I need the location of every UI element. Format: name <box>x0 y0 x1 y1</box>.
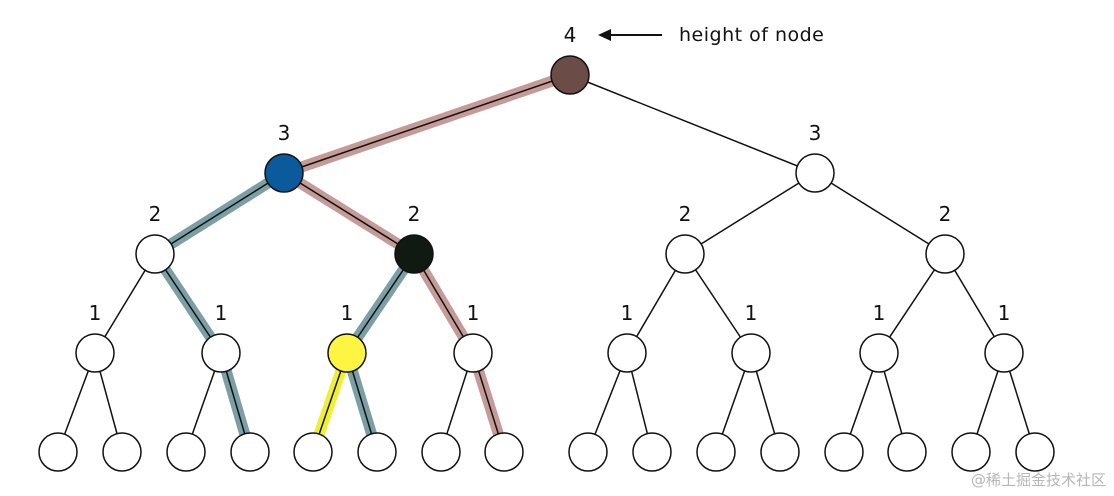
height-label-root: 4 <box>564 23 577 47</box>
node-R1b <box>925 234 965 274</box>
node-leaf15 <box>951 432 991 472</box>
node-n1 <box>75 333 115 373</box>
node-leaf10 <box>632 432 672 472</box>
height-label-n6: 1 <box>745 301 758 325</box>
height-label-n8: 1 <box>998 301 1011 325</box>
node-leaf13 <box>824 432 864 472</box>
node-leaf7 <box>421 432 461 472</box>
height-label-n5: 1 <box>621 301 634 325</box>
node-n7 <box>859 333 899 373</box>
highlighted-paths <box>150 69 572 454</box>
node-leaf3 <box>166 432 206 472</box>
edge-L1b-n3 <box>346 253 415 354</box>
node-leaf5 <box>293 432 333 472</box>
node-leaf1 <box>38 432 78 472</box>
node-leaf6 <box>357 432 397 472</box>
node-n4 <box>453 333 493 373</box>
height-label-R1b: 2 <box>939 202 952 226</box>
edge-root-L1 <box>283 74 571 174</box>
edge-L1-L1b <box>283 172 415 255</box>
node-n8 <box>984 333 1024 373</box>
edge-root-R1 <box>569 74 816 174</box>
node-n2 <box>201 333 241 373</box>
tree-edges <box>57 74 1036 453</box>
edge-L1-L1a <box>154 172 285 255</box>
annotation: height of node <box>598 24 824 46</box>
node-root <box>550 55 590 95</box>
edge-R1-R1b <box>814 172 946 255</box>
node-leaf9 <box>568 432 608 472</box>
node-leaf12 <box>760 432 800 472</box>
annotation-arrowhead-icon <box>598 29 611 41</box>
height-label-n2: 1 <box>215 301 228 325</box>
tree-nodes <box>38 55 1055 472</box>
node-n6 <box>731 333 771 373</box>
edge-R1-R1a <box>684 172 816 255</box>
height-label-L1a: 2 <box>149 202 162 226</box>
node-leaf16 <box>1015 432 1055 472</box>
node-L1 <box>264 153 304 193</box>
node-leaf14 <box>887 432 927 472</box>
annotation-text: height of node <box>679 24 824 46</box>
node-R1a <box>665 234 705 274</box>
height-label-n4: 1 <box>467 301 480 325</box>
watermark: @稀土掘金技术社区 <box>970 471 1106 489</box>
node-n3 <box>327 333 367 373</box>
node-L1a <box>135 234 175 274</box>
node-leaf11 <box>696 432 736 472</box>
node-R1 <box>795 153 835 193</box>
edge-R1a-n6 <box>684 253 752 354</box>
edge-R1b-n7 <box>878 253 946 354</box>
node-leaf8 <box>484 432 524 472</box>
node-leaf2 <box>102 432 142 472</box>
height-label-n3: 1 <box>341 301 354 325</box>
height-label-R1a: 2 <box>679 202 692 226</box>
height-label-n7: 1 <box>873 301 886 325</box>
edge-L1a-n2 <box>154 253 222 354</box>
node-n5 <box>607 333 647 373</box>
height-labels: 4 3 3 2 2 2 2 1 1 1 1 1 1 1 1 <box>89 23 1011 325</box>
height-label-R1: 3 <box>809 121 822 145</box>
node-leaf4 <box>230 432 270 472</box>
node-L1b <box>394 234 434 274</box>
height-label-n1: 1 <box>89 301 102 325</box>
height-label-L1b: 2 <box>408 202 421 226</box>
height-label-L1: 3 <box>278 121 291 145</box>
